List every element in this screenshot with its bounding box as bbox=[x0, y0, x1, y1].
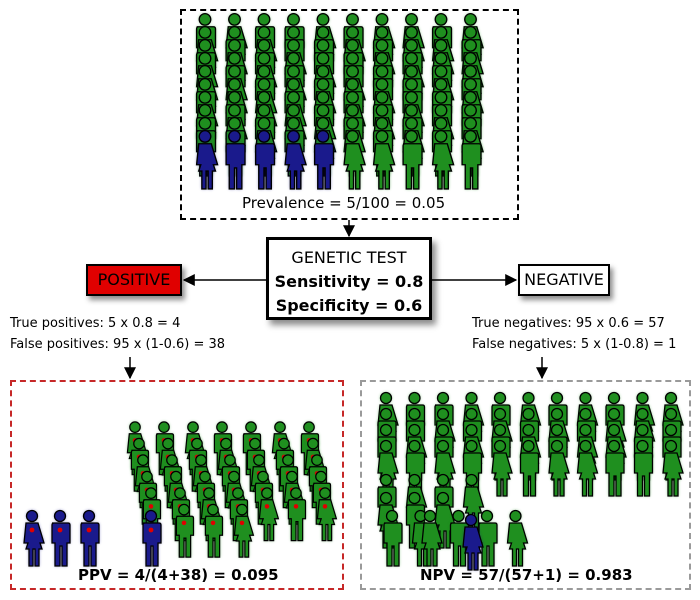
false-positives-text: False positives: 95 x (1-0.6) = 38 bbox=[10, 337, 226, 352]
positive-marker-dot bbox=[293, 504, 299, 509]
false-positive-person-icon bbox=[233, 503, 255, 558]
negative-result-box: NEGATIVE bbox=[518, 264, 610, 296]
positive-marker-dot bbox=[210, 520, 216, 526]
positive-marker-dot bbox=[181, 520, 187, 526]
positive-marker-dot bbox=[239, 520, 245, 526]
population-box bbox=[180, 9, 519, 220]
positive-marker-dot bbox=[86, 527, 92, 533]
true-negative-person-icon bbox=[506, 509, 529, 567]
false-positive-person-icon bbox=[258, 487, 280, 542]
true-negative-person-icon bbox=[383, 509, 403, 567]
false-positive-person-icon bbox=[204, 503, 224, 558]
false-positive-person-icon bbox=[142, 487, 162, 542]
positive-result-box: POSITIVE bbox=[86, 264, 182, 296]
positive-marker-dot bbox=[29, 527, 35, 533]
false-positive-person-icon bbox=[175, 503, 195, 558]
positive-marker-dot bbox=[148, 504, 154, 509]
positive-marker-dot bbox=[57, 527, 63, 533]
true-positives-text: True positives: 5 x 0.8 = 4 bbox=[10, 316, 181, 331]
genetic-test-box: GENETIC TEST Sensitivity = 0.8 Specifici… bbox=[266, 237, 432, 320]
positive-marker-dot bbox=[322, 504, 328, 509]
positive-figures bbox=[23, 421, 338, 567]
true-positive-person-icon bbox=[142, 509, 162, 567]
true-negative-person-icon bbox=[478, 509, 498, 567]
false-positive-person-icon bbox=[316, 487, 338, 542]
false-negatives-text: False negatives: 5 x (1-0.8) = 1 bbox=[472, 337, 677, 352]
true-positive-person-icon bbox=[51, 509, 71, 567]
ppv-label: PPV = 4/(4+38) = 0.095 bbox=[78, 566, 279, 584]
genetic-test-title: GENETIC TEST bbox=[291, 248, 407, 267]
specificity-label: Specificity = 0.6 bbox=[275, 296, 423, 315]
population-figures bbox=[195, 12, 484, 190]
negative-group-box bbox=[360, 380, 691, 590]
prevalence-label: Prevalence = 5/100 = 0.05 bbox=[242, 194, 446, 212]
npv-label: NPV = 57/(57+1) = 0.983 bbox=[420, 566, 633, 584]
true-positive-person-icon bbox=[80, 509, 100, 567]
negative-figures bbox=[377, 391, 684, 571]
false-positive-person-icon bbox=[287, 487, 307, 542]
true-positive-person-icon bbox=[23, 509, 45, 567]
positive-marker-dot bbox=[148, 527, 154, 533]
true-negatives-text: True negatives: 95 x 0.6 = 57 bbox=[472, 316, 665, 331]
positive-group-box bbox=[10, 380, 344, 590]
positive-marker-dot bbox=[264, 504, 270, 509]
sensitivity-label: Sensitivity = 0.8 bbox=[274, 272, 424, 291]
